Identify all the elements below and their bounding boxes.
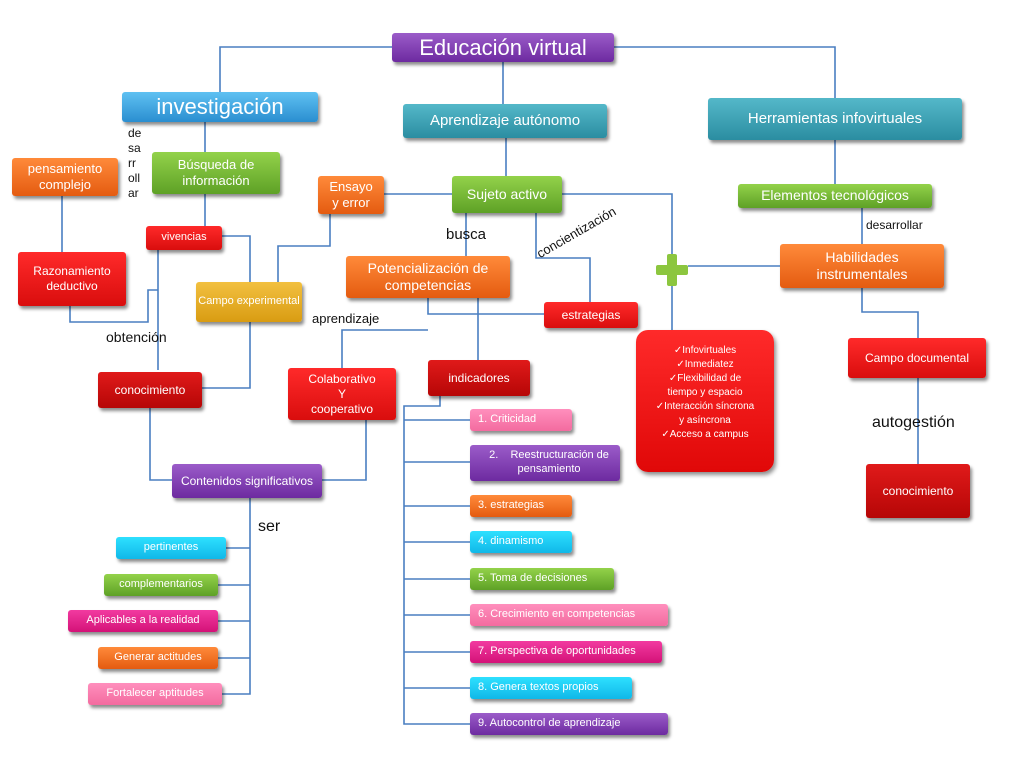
ser-item-pertinentes[interactable]: pertinentes: [116, 537, 226, 559]
ser-item-generar-actitudes[interactable]: Generar actitudes: [98, 647, 218, 669]
checklist-item: ✓Flexibilidad de: [668, 373, 742, 384]
indicator-item[interactable]: 1. Criticidad: [470, 409, 572, 431]
node-vivencias[interactable]: vivencias: [146, 226, 222, 250]
node-investigacion[interactable]: investigación: [122, 92, 318, 122]
label-busca: busca: [446, 226, 487, 243]
node-contenidos-significativos[interactable]: Contenidos significativos: [172, 464, 322, 498]
indicator-item[interactable]: 3. estrategias: [470, 495, 572, 517]
node-campo-documental[interactable]: Campo documental: [848, 338, 986, 378]
checklist-item: ✓Acceso a campus: [661, 429, 749, 440]
checklist-box[interactable]: ✓Infovirtuales ✓Inmediatez ✓Flexibilidad…: [636, 330, 774, 472]
checklist-item: ✓Infovirtuales: [673, 345, 737, 356]
checklist-item: ✓Inmediatez: [676, 359, 734, 370]
indicator-item[interactable]: 6. Crecimiento en competencias: [470, 604, 668, 626]
indicator-item[interactable]: 8. Genera textos propios: [470, 677, 632, 699]
node-campo-experimental[interactable]: Campo experimental: [196, 282, 302, 322]
label-obtencion: obtención: [106, 329, 167, 345]
ser-item-complementarios[interactable]: complementarios: [104, 574, 218, 596]
indicator-item[interactable]: 9. Autocontrol de aprendizaje: [470, 713, 668, 735]
label-aprendizaje: aprendizaje: [312, 311, 380, 326]
indicator-item[interactable]: 7. Perspectiva de oportunidades: [470, 641, 662, 663]
label-autogestion: autogestión: [872, 414, 955, 431]
node-elementos-tecnologicos[interactable]: Elementos tecnológicos: [738, 184, 932, 208]
indicator-item[interactable]: 2. Reestructuración de pensamiento: [470, 445, 620, 481]
node-aprendizaje-autonomo[interactable]: Aprendizaje autónomo: [403, 104, 607, 138]
indicator-item[interactable]: 4. dinamismo: [470, 531, 572, 553]
node-razonamiento-deductivo[interactable]: Razonamiento deductivo: [18, 252, 126, 306]
ser-item-fortalecer-aptitudes[interactable]: Fortalecer aptitudes: [88, 683, 222, 705]
node-indicadores[interactable]: indicadores: [428, 360, 530, 396]
node-potencializacion-competencias[interactable]: Potencialización de competencias: [346, 256, 510, 298]
label-desarrollar: desarrollar: [866, 218, 923, 232]
node-ensayo-error[interactable]: Ensayo y error: [318, 176, 384, 214]
node-sujeto-activo[interactable]: Sujeto activo: [452, 176, 562, 213]
node-conocimiento-left[interactable]: conocimiento: [98, 372, 202, 408]
node-pensamiento-complejo[interactable]: pensamiento complejo: [12, 158, 118, 196]
checklist-item: tiempo y espacio: [667, 387, 743, 398]
node-conocimiento-right[interactable]: conocimiento: [866, 464, 970, 518]
node-habilidades-instrumentales[interactable]: Habilidades instrumentales: [780, 244, 944, 288]
label-desarrollar-vertical: de sa rr oll ar: [128, 126, 142, 200]
label-ser: ser: [258, 518, 281, 535]
node-busqueda-informacion[interactable]: Búsqueda de información: [152, 152, 280, 194]
plus-icon: [656, 254, 688, 286]
node-herramientas-infovirtuales[interactable]: Herramientas infovirtuales: [708, 98, 962, 140]
checklist-item: ✓Interacción síncrona: [655, 401, 755, 412]
node-colaborativo-cooperativo[interactable]: Colaborativo Y cooperativo: [288, 368, 396, 420]
ser-item-aplicables[interactable]: Aplicables a la realidad: [68, 610, 218, 632]
node-estrategias[interactable]: estrategias: [544, 302, 638, 328]
title-node[interactable]: Educación virtual: [392, 33, 614, 62]
checklist-item: y asíncrona: [679, 415, 731, 426]
indicator-item[interactable]: 5. Toma de decisiones: [470, 568, 614, 590]
